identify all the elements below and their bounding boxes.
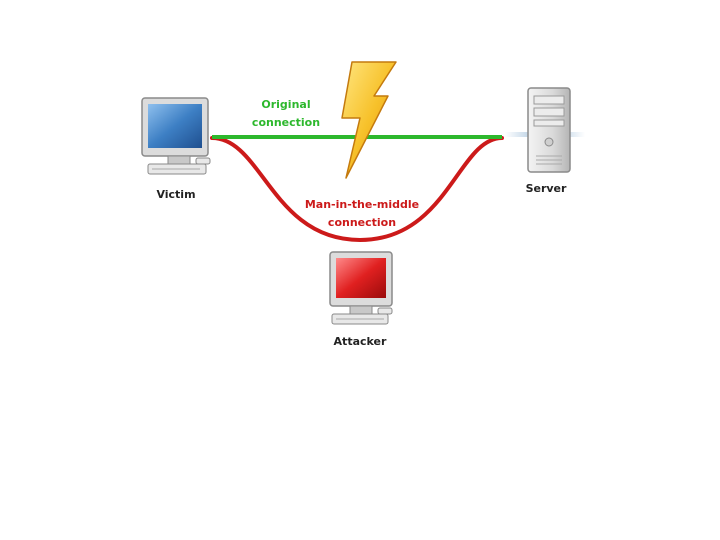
attacker-label: Attacker — [334, 335, 387, 348]
original-connection-label-line1: Original — [261, 98, 310, 111]
server-label: Server — [526, 182, 567, 195]
victim-computer-icon — [141, 97, 211, 175]
victim-label: Victim — [156, 188, 195, 201]
mitm-connection-label-line2: connection — [328, 216, 396, 229]
original-connection-label-line2: connection — [252, 116, 320, 129]
mitm-connection-label-line1: Man-in-the-middle — [305, 198, 419, 211]
attacker-computer-icon — [329, 251, 393, 325]
lightning-bolt-icon — [341, 61, 397, 179]
server-tower-icon — [527, 87, 571, 173]
mitm-connection-line — [210, 136, 504, 243]
